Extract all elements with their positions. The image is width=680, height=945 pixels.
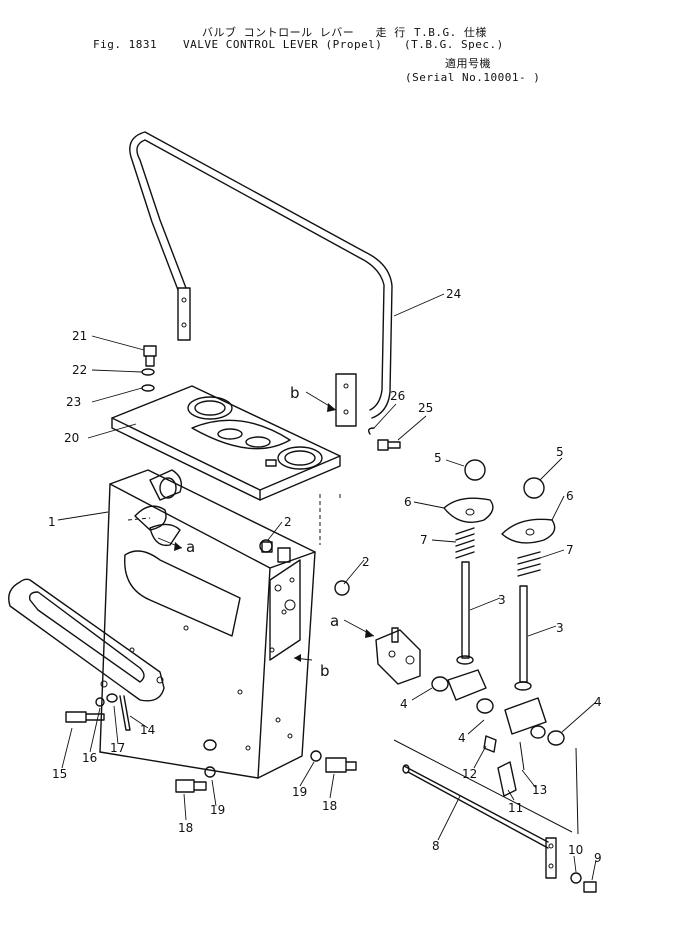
callout-8: 8 [432,839,440,853]
lever-assembly [393,459,579,879]
callout-3: 3 [556,621,564,635]
figure-title: VALVE CONTROL LEVER (Propel) [183,38,383,51]
callout-7: 7 [420,533,428,547]
callout-5: 5 [556,445,564,459]
reference-b: b [320,662,330,680]
callout-26: 26 [390,389,405,403]
side-plate-part-14 [8,578,165,702]
callout-10: 10 [568,843,583,857]
callout-21: 21 [72,329,87,343]
callout-17: 17 [110,741,125,755]
header-japanese-serial: 適用号機 [445,57,491,70]
callout-25: 25 [418,401,433,415]
top-cover-part-20 [111,385,341,501]
callout-labels: 1 2 2 3 3 4 4 4 5 5 6 6 7 7 8 9 10 11 12… [48,287,602,865]
callout-7: 7 [566,543,574,557]
callout-5: 5 [434,451,442,465]
callout-19: 19 [292,785,307,799]
callout-18: 18 [178,821,193,835]
callout-4: 4 [594,695,602,709]
callout-24: 24 [446,287,461,301]
header-japanese-spec: T.B.G. 仕様 [414,26,487,39]
callout-23: 23 [66,395,81,409]
figure-number: Fig. 1831 [93,38,158,51]
callout-19: 19 [210,803,225,817]
callout-4: 4 [458,731,466,745]
callout-16: 16 [82,751,97,765]
callout-12: 12 [462,767,477,781]
callout-18: 18 [322,799,337,813]
figure-spec: (T.B.G. Spec.) [404,38,504,51]
callout-13: 13 [532,783,547,797]
callout-6: 6 [566,489,574,503]
serial-range: (Serial No.10001- ) [405,71,541,84]
callout-9: 9 [594,851,602,865]
callout-15: 15 [52,767,67,781]
bracket-assembly-a [375,627,421,685]
guard-rail-part-24 [129,131,393,427]
callout-20: 20 [64,431,79,445]
reference-arrowheads [174,403,374,662]
callout-2: 2 [284,515,292,529]
leader-lines [57,293,597,881]
reference-a: a [186,538,195,556]
reference-b: b [290,384,300,402]
header-japanese-title: バルブ コントロール レバー 走 行 [202,26,406,39]
callout-2: 2 [362,555,370,569]
housing-part-1 [99,469,341,779]
callout-4: 4 [400,697,408,711]
callout-22: 22 [72,363,87,377]
callout-14: 14 [140,723,155,737]
callout-1: 1 [48,515,56,529]
reference-a: a [330,612,339,630]
callout-6: 6 [404,495,412,509]
callout-3: 3 [498,593,506,607]
callout-11: 11 [508,801,523,815]
